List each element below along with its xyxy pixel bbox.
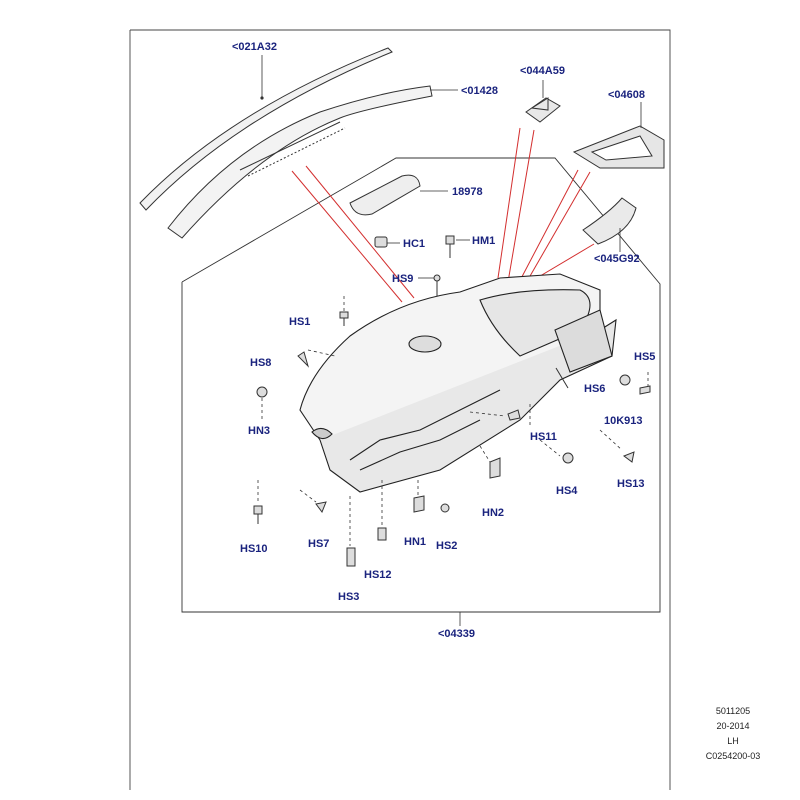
label-HM1: HM1 <box>472 235 495 247</box>
diagram-frame <box>129 29 671 790</box>
grille-04608 <box>572 125 665 169</box>
label-04339: <04339 <box>438 628 475 640</box>
drawing-code: C0254200-03 <box>705 751 761 761</box>
drawing-date: 20-2014 <box>716 721 750 731</box>
label-HS5: HS5 <box>634 351 655 363</box>
drawing-reference: 5011205 20-2014 LH C0254200-03 <box>678 704 788 764</box>
label-01428: <01428 <box>461 85 498 97</box>
vent-044A59 <box>525 97 561 123</box>
clip-HC1 <box>374 236 388 248</box>
label-HS2: HS2 <box>436 540 457 552</box>
assembly-box <box>181 157 661 613</box>
small-parts <box>253 311 651 567</box>
screw-HS9 <box>433 274 441 296</box>
callout-labels: <021A32 <01428 <044A59 <04608 18978 HC1 … <box>232 41 655 640</box>
label-HS1: HS1 <box>289 316 310 328</box>
label-HS6: HS6 <box>584 383 605 395</box>
label-045G92: <045G92 <box>594 253 640 265</box>
top-strip-021A32 <box>139 47 393 211</box>
label-HN2: HN2 <box>482 507 504 519</box>
label-021A32: <021A32 <box>232 41 277 53</box>
label-HS4: HS4 <box>556 485 578 497</box>
label-18978: 18978 <box>452 186 483 198</box>
dashed-leaders <box>257 296 649 546</box>
label-HC1: HC1 <box>403 238 425 250</box>
label-HS7: HS7 <box>308 538 329 550</box>
label-HS8: HS8 <box>250 357 271 369</box>
label-HS3: HS3 <box>338 591 359 603</box>
cover-18978 <box>349 174 421 216</box>
label-HN1: HN1 <box>404 536 426 548</box>
label-HN3: HN3 <box>248 425 270 437</box>
label-HS10: HS10 <box>240 543 268 555</box>
drawing-number: 5011205 <box>715 706 751 716</box>
label-HS11: HS11 <box>530 431 557 443</box>
bracket-045G92 <box>582 197 637 245</box>
dashboard-04339 <box>299 273 617 493</box>
label-HS12: HS12 <box>364 569 392 581</box>
label-04608: <04608 <box>608 89 645 101</box>
label-HS13: HS13 <box>617 478 645 490</box>
drawing-side: LH <box>727 736 739 746</box>
screw-HM1 <box>445 235 455 258</box>
label-044A59: <044A59 <box>520 65 565 77</box>
leader-lines-red <box>291 127 595 303</box>
label-10K913: 10K913 <box>604 415 643 427</box>
trim-panel-01428 <box>167 85 433 239</box>
label-HS9: HS9 <box>392 273 413 285</box>
